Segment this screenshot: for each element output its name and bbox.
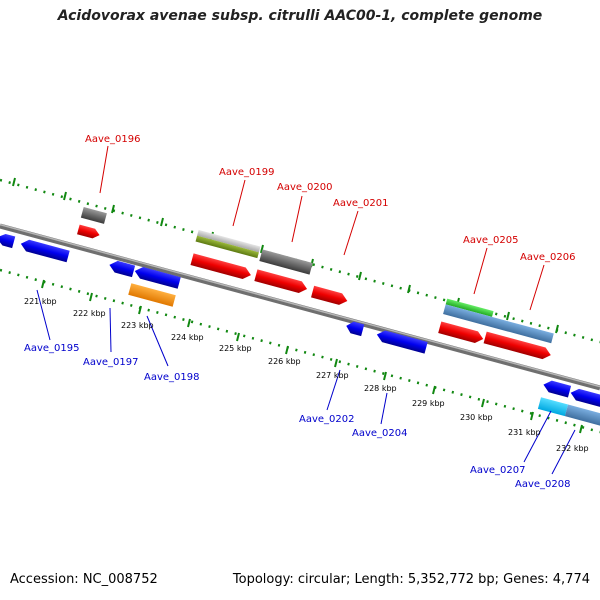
bottom-tick-track <box>0 268 600 434</box>
gene-label-aave-0207[interactable]: Aave_0207 <box>470 465 526 476</box>
bottom-gene-labels: Aave_0195 Aave_0197 Aave_0198 Aave_0202 … <box>24 343 571 490</box>
gene-aave-0196[interactable] <box>80 207 107 224</box>
kbp-label: 227 kbp <box>316 371 349 380</box>
gene-label-aave-0200[interactable]: Aave_0200 <box>277 182 333 193</box>
gene-aave-0200[interactable] <box>259 249 313 275</box>
gene-label-aave-0205[interactable]: Aave_0205 <box>463 235 519 246</box>
gene-aave-0208[interactable] <box>569 387 600 410</box>
kbp-label: 225 kbp <box>219 344 252 353</box>
kbp-label: 222 kbp <box>73 309 106 318</box>
gene-aave-0204[interactable] <box>375 329 428 354</box>
gene-label-aave-0201[interactable]: Aave_0201 <box>333 198 389 209</box>
bottom-strand-genes <box>0 232 600 430</box>
gene-aave-0199-olive[interactable] <box>195 235 259 259</box>
gene-aave-0202[interactable] <box>345 320 365 337</box>
gene-label-aave-0199[interactable]: Aave_0199 <box>219 167 275 178</box>
gene-blue-edge[interactable] <box>0 232 16 249</box>
gene-red-small[interactable] <box>77 224 101 240</box>
gene-red-b[interactable] <box>254 269 308 294</box>
gene-steel-right[interactable] <box>564 404 600 430</box>
bottom-leader-lines <box>36 289 576 475</box>
gene-label-aave-0197[interactable]: Aave_0197 <box>83 357 139 368</box>
topology-text: Topology: circular; Length: 5,352,772 bp… <box>232 572 590 587</box>
gene-cyan[interactable] <box>537 397 569 417</box>
gene-label-aave-0196[interactable]: Aave_0196 <box>85 134 141 145</box>
kbp-label: 224 kbp <box>171 333 204 342</box>
kbp-label: 223 kbp <box>121 321 154 330</box>
top-gene-labels: Aave_0196 Aave_0199 Aave_0200 Aave_0201 … <box>85 134 576 263</box>
genome-title: Acidovorax avenae subsp. citrulli AAC00-… <box>57 8 543 24</box>
gene-label-aave-0206[interactable]: Aave_0206 <box>520 252 576 263</box>
gene-aave-0199-light[interactable] <box>197 229 261 253</box>
gene-label-aave-0202[interactable]: Aave_0202 <box>299 414 355 425</box>
kbp-label: 231 kbp <box>508 428 541 437</box>
gene-label-aave-0208[interactable]: Aave_0208 <box>515 479 571 490</box>
gene-aave-0205[interactable] <box>443 304 554 344</box>
gene-aave-0207[interactable] <box>542 379 572 398</box>
kbp-label: 229 kbp <box>412 399 445 408</box>
gene-blue-d[interactable] <box>133 265 181 289</box>
top-leader-lines <box>99 145 545 311</box>
gene-aave-0205-green[interactable] <box>445 298 494 317</box>
gene-aave-0198[interactable] <box>128 283 176 307</box>
gene-aave-0201[interactable] <box>311 285 349 307</box>
gene-label-aave-0204[interactable]: Aave_0204 <box>352 428 408 439</box>
bottom-major-ticks <box>41 279 583 434</box>
gene-aave-0206[interactable] <box>483 331 553 361</box>
gene-aave-0195[interactable] <box>19 238 70 263</box>
kbp-label: 228 kbp <box>364 384 397 393</box>
kbp-labels: 221 kbp 222 kbp 223 kbp 224 kbp 225 kbp … <box>24 297 589 453</box>
genome-backbone <box>0 223 600 391</box>
gene-red-c[interactable] <box>438 321 485 344</box>
kbp-label: 221 kbp <box>24 297 57 306</box>
accession-text: Accession: NC_008752 <box>10 572 158 587</box>
gene-red-a[interactable] <box>190 253 252 280</box>
kbp-label: 226 kbp <box>268 357 301 366</box>
kbp-label: 230 kbp <box>460 413 493 422</box>
gene-aave-0197[interactable] <box>108 259 136 278</box>
gene-label-aave-0198[interactable]: Aave_0198 <box>144 372 200 383</box>
top-strand-genes <box>77 207 554 361</box>
kbp-label: 232 kbp <box>556 444 589 453</box>
gene-label-aave-0195[interactable]: Aave_0195 <box>24 343 80 354</box>
